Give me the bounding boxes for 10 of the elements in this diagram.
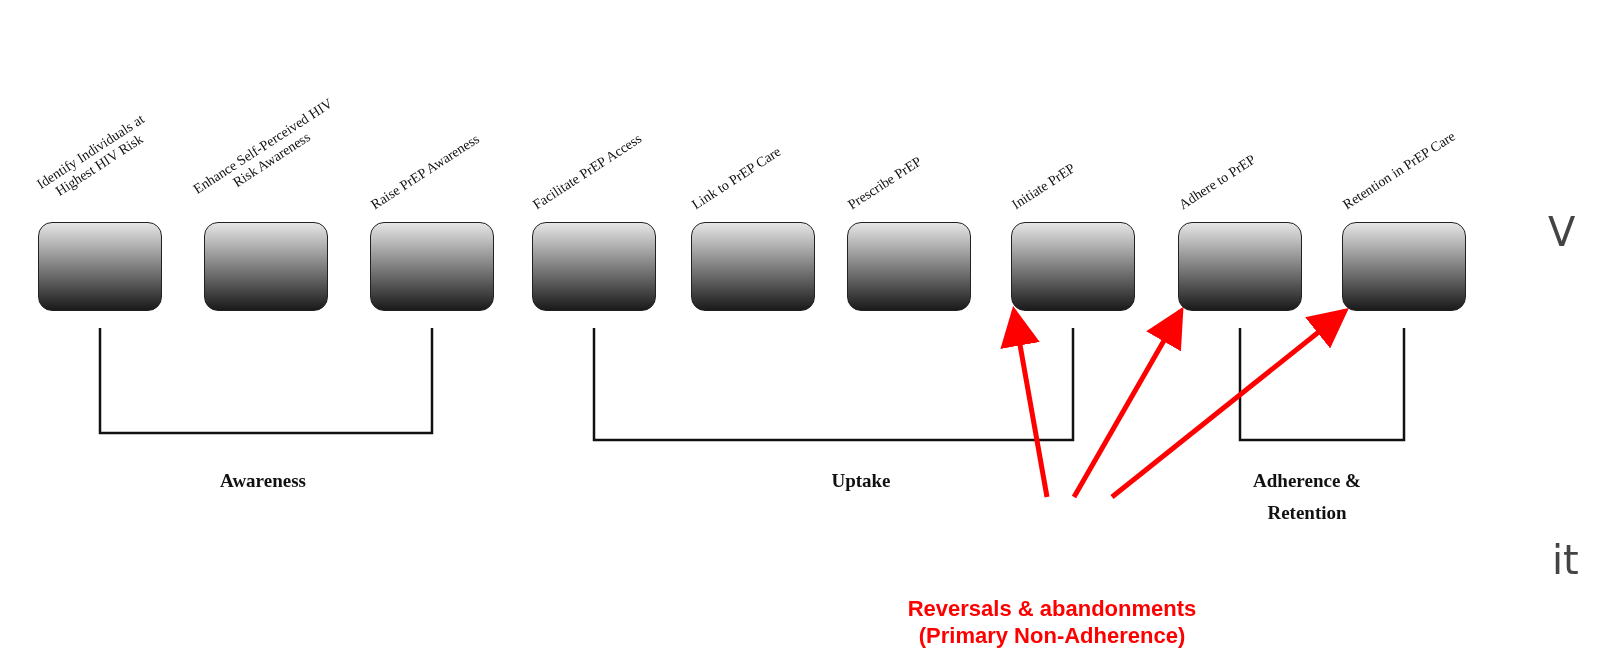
phase-label: Awareness [219, 469, 307, 493]
text-fragment: V [1548, 212, 1576, 252]
arrow [1000, 306, 1050, 498]
arrow [1110, 307, 1349, 499]
text-fragment: it [1552, 540, 1579, 580]
arrow [1071, 306, 1184, 499]
phase-label: Adherence & Retention [1252, 469, 1362, 525]
step-label: Link to PrEP Care [689, 143, 784, 213]
annotation-text: Reversals & abandonments (Primary Non-Adherence) [906, 595, 1198, 649]
phase-label: Uptake [830, 469, 892, 493]
